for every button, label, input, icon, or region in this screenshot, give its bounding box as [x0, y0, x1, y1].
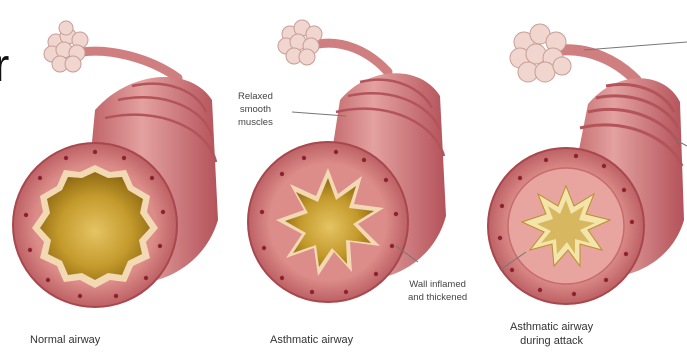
alveoli-cluster — [44, 21, 88, 72]
top-right-leader — [584, 42, 687, 50]
wall-inflamed-label: Wall inflamed and thickened — [408, 278, 467, 304]
bronchiole-stem — [82, 51, 178, 78]
attack-airway-illustration — [488, 24, 684, 304]
edge-text-fragment: r — [0, 42, 9, 88]
caption-asthmatic-airway: Asthmatic airway — [270, 334, 353, 346]
caption-normal-airway: Normal airway — [30, 334, 100, 346]
asthmatic-airway-illustration — [248, 20, 446, 302]
alveoli-cluster — [510, 24, 571, 82]
bronchiole-stem — [318, 43, 388, 72]
alveoli-cluster — [278, 20, 322, 65]
normal-airway-illustration — [13, 21, 218, 307]
relaxed-muscles-label: Relaxed smooth muscles — [238, 90, 273, 129]
caption-attack-airway: Asthmatic airway during attack — [510, 320, 593, 348]
